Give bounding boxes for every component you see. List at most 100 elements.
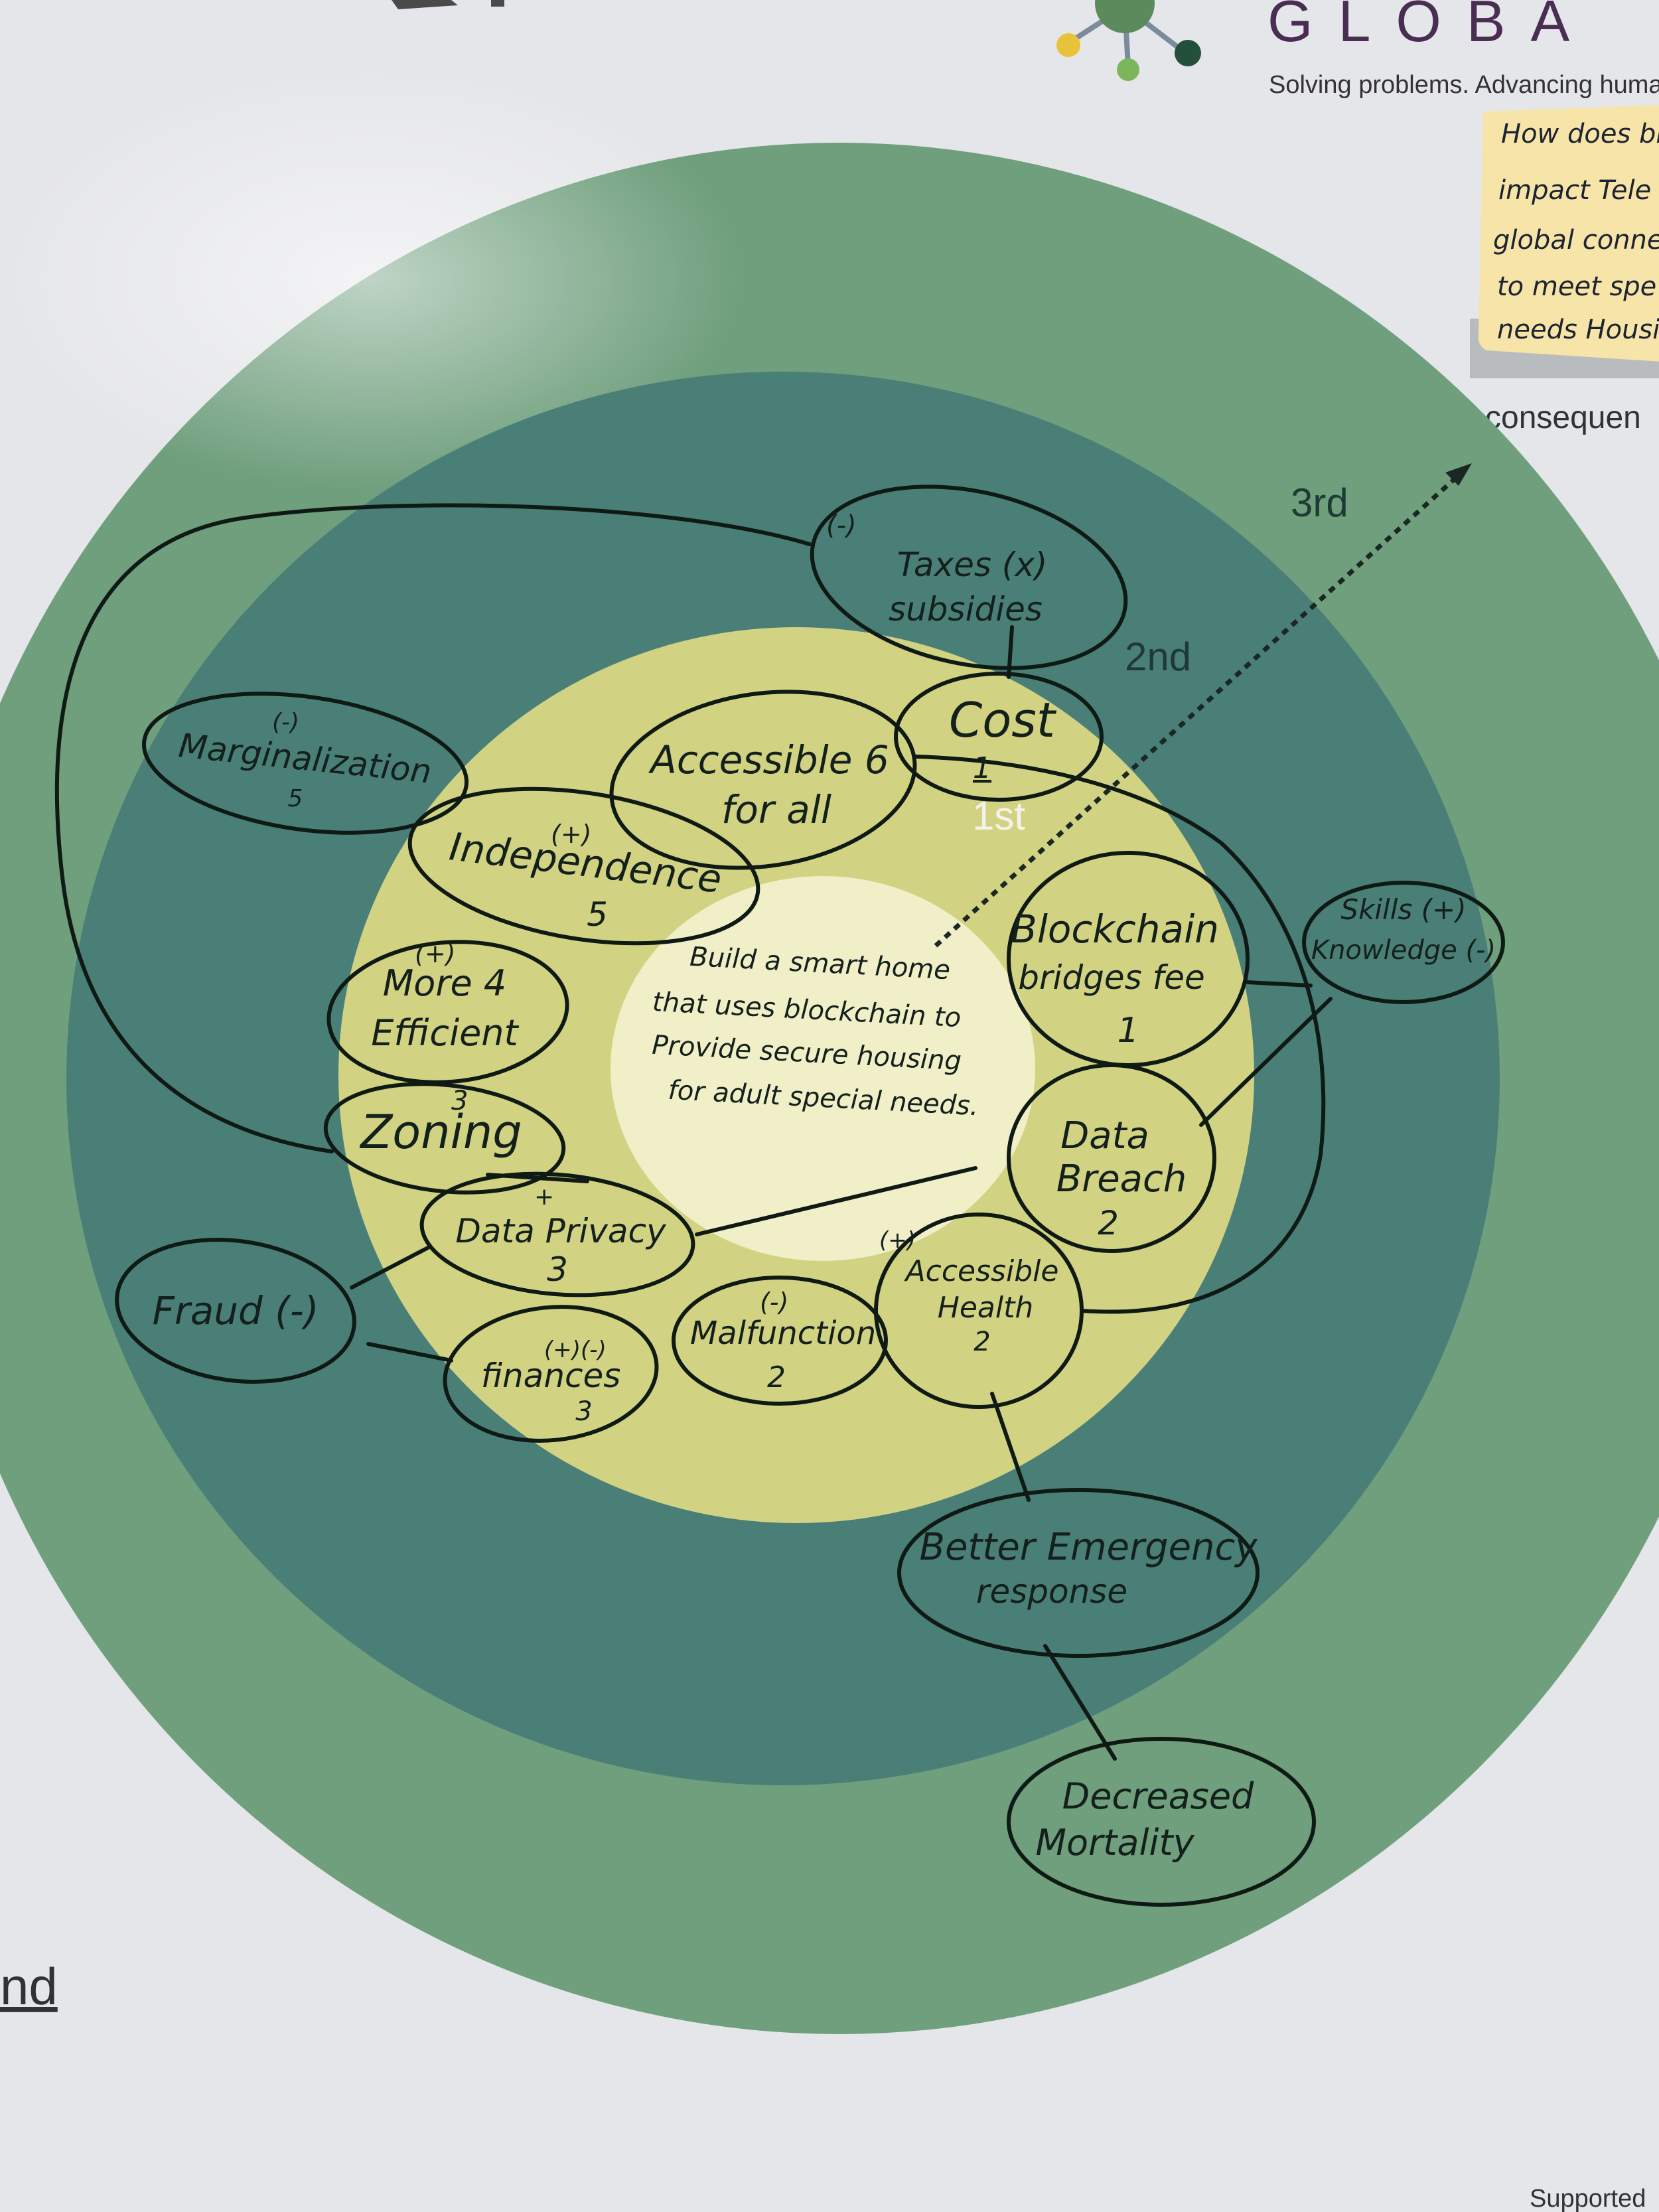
- svg-text:3: 3: [547, 1250, 568, 1289]
- svg-text:global connec: global connec: [1493, 225, 1659, 256]
- node-zoning-mark: 3: [451, 1086, 468, 1116]
- node-efficient-line-1: More 4: [383, 962, 507, 1004]
- sticky-line-2: impact Tele: [1498, 175, 1651, 206]
- svg-text:subsidies: subsidies: [889, 590, 1043, 628]
- svg-text:Breach: Breach: [1056, 1157, 1187, 1201]
- svg-text:impact Tele: impact Tele: [1498, 175, 1651, 206]
- sticky-note: How does block impact Tele global connec…: [1470, 105, 1659, 378]
- svg-text:1: 1: [1117, 1011, 1139, 1051]
- svg-text:2: 2: [1098, 1204, 1119, 1242]
- consequences-label-fragment: consequen: [1485, 400, 1641, 435]
- svg-text:Blockchain: Blockchain: [1011, 907, 1219, 952]
- node-cost-line-2: 1: [973, 751, 991, 785]
- svg-text:finances: finances: [481, 1357, 621, 1395]
- node-blockchain-line-2: bridges fee: [1018, 958, 1205, 997]
- svg-text:5: 5: [288, 785, 303, 812]
- node-health-mark: (+): [879, 1227, 916, 1254]
- node-privacy-line-2: 3: [547, 1250, 568, 1289]
- node-marginalization-mark: (-): [272, 709, 299, 736]
- node-decreased-mortality: Decreased Mortality: [1007, 1737, 1316, 1907]
- node-health-line-2: Health: [938, 1291, 1033, 1325]
- node-independence-mark: (+): [551, 820, 592, 849]
- outward-arrow: [934, 463, 1472, 948]
- node-breach-line-2: Breach: [1056, 1157, 1187, 1201]
- node-cost-line-1: Cost: [949, 692, 1057, 748]
- node-blockchain-line-1: Blockchain: [1011, 907, 1219, 952]
- node-efficient-line-2: Efficient: [371, 1012, 519, 1054]
- node-mortality-line-2: Mortality: [1035, 1822, 1194, 1864]
- svg-text:Knowledge (-): Knowledge (-): [1311, 935, 1496, 966]
- node-finances: (+)(-) finances 3: [443, 1305, 659, 1443]
- center-circle: [611, 876, 1035, 1261]
- sticky-line-5: needs Housi: [1497, 315, 1659, 345]
- node-independence-line-2: 5: [587, 895, 608, 934]
- node-breach-line-3: 2: [1098, 1204, 1119, 1242]
- brand-tagline: Solving problems. Advancing human: [1269, 71, 1659, 99]
- node-malfunction-mark: (-): [760, 1288, 788, 1317]
- node-accessible-line-1: Accessible 6: [648, 737, 889, 782]
- left-label-fragment: nd: [0, 1957, 58, 2016]
- svg-text:response: response: [976, 1572, 1127, 1611]
- svg-text:Mortality: Mortality: [1035, 1822, 1194, 1864]
- svg-text:How does block: How does block: [1501, 119, 1659, 149]
- node-finances-line-2: 3: [575, 1396, 592, 1427]
- svg-text:for all: for all: [721, 787, 831, 832]
- svg-text:bridges fee: bridges fee: [1018, 958, 1205, 997]
- node-accessible-line-2: for all: [721, 787, 831, 832]
- node-emergency-line-1: Better Emergency: [920, 1526, 1258, 1569]
- sticky-line-1: How does block: [1501, 119, 1659, 149]
- link-health-emergency: [990, 1392, 1031, 1502]
- svg-text:Data Privacy: Data Privacy: [455, 1212, 667, 1250]
- svg-text:Better Emergency: Better Emergency: [920, 1526, 1258, 1569]
- node-taxes-line-1: Taxes (x): [897, 546, 1048, 584]
- svg-text:Cost: Cost: [949, 692, 1057, 748]
- link-skills-breach: [1199, 997, 1333, 1127]
- node-data-privacy: + Data Privacy 3: [419, 1171, 695, 1297]
- node-accessible-for-all: Accessible 6 for all: [609, 690, 917, 870]
- link-cost-health: [914, 755, 1326, 1314]
- cropped-heading-fragment: [392, 0, 504, 9]
- node-blockchain-line-3: 1: [1117, 1011, 1139, 1051]
- svg-text:to meet spe: to meet spe: [1497, 271, 1656, 302]
- node-efficient-mark: (+): [415, 939, 456, 968]
- svg-text:Efficient: Efficient: [371, 1012, 519, 1054]
- node-privacy-line-1: Data Privacy: [455, 1212, 667, 1250]
- supported-label-fragment: Supported: [1530, 2185, 1646, 2212]
- link-fraud-privacy: [350, 1246, 430, 1290]
- node-zoning-line-1: Zoning: [359, 1105, 522, 1159]
- svg-text:3: 3: [575, 1396, 592, 1427]
- node-cost: Cost 1: [894, 672, 1104, 802]
- svg-text:Taxes (x): Taxes (x): [897, 546, 1048, 584]
- node-taxes-line-2: subsidies: [889, 590, 1043, 628]
- svg-text:Skills (+): Skills (+): [1340, 893, 1466, 926]
- node-privacy-mark: +: [534, 1183, 554, 1211]
- svg-text:5: 5: [587, 895, 608, 934]
- node-zoning: 3 Zoning: [323, 1082, 566, 1195]
- svg-text:More 4: More 4: [383, 962, 507, 1004]
- link-emergency-mortality: [1043, 1644, 1117, 1761]
- node-emergency-response: Better Emergency response: [897, 1488, 1260, 1658]
- node-finances-line-1: finances: [481, 1357, 621, 1395]
- ring-label-3rd: 3rd: [1291, 480, 1348, 525]
- link-fraud-finances: [366, 1342, 453, 1363]
- node-taxes-mark: (-): [826, 510, 857, 541]
- svg-text:Decreased: Decreased: [1062, 1775, 1254, 1817]
- node-marginalization-line-2: 5: [288, 785, 303, 812]
- link-breach-privacy: [695, 1166, 977, 1236]
- svg-text:Malfunction: Malfunction: [690, 1315, 876, 1352]
- node-finances-mark: (+)(-): [544, 1337, 607, 1363]
- node-skills-line-1: Skills (+): [1340, 893, 1466, 926]
- brand-wordmark: GLOBA: [1267, 0, 1595, 54]
- svg-text:Fraud (-): Fraud (-): [153, 1288, 319, 1333]
- node-skills-knowledge: Skills (+) Knowledge (-): [1302, 881, 1505, 1004]
- svg-text:2: 2: [767, 1361, 786, 1394]
- svg-text:Data: Data: [1060, 1114, 1149, 1157]
- sticky-line-3: global connec: [1493, 225, 1659, 256]
- sticky-line-4: to meet spe: [1497, 271, 1656, 302]
- svg-text:Health: Health: [938, 1291, 1033, 1325]
- ring-label-2nd: 2nd: [1125, 634, 1191, 679]
- node-emergency-line-2: response: [976, 1572, 1127, 1611]
- node-malfunction: (-) Malfunction 2: [672, 1276, 888, 1406]
- node-malfunction-line-1: Malfunction: [690, 1315, 876, 1352]
